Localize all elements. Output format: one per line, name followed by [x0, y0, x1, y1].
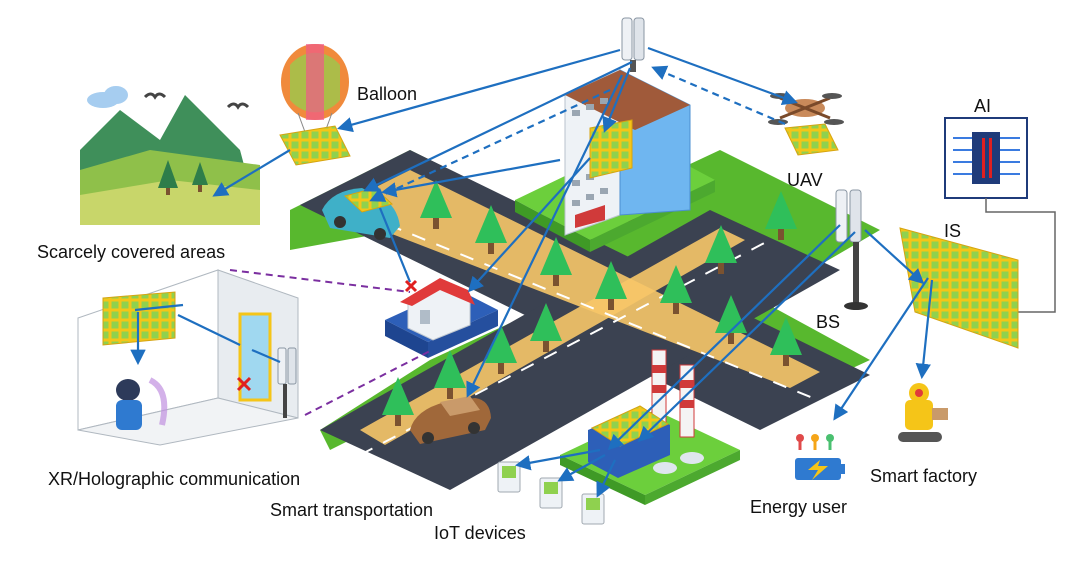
tree-icon — [530, 303, 562, 352]
building-icon — [515, 69, 715, 252]
label-smart-factory: Smart factory — [870, 466, 978, 486]
surface-panel-icon — [279, 125, 351, 166]
tree-icon — [382, 377, 414, 426]
factory-icon — [560, 349, 740, 505]
label-smart-transportation: Smart transportation — [270, 500, 434, 520]
iot-device-icon — [581, 493, 605, 525]
tree-icon — [595, 261, 627, 310]
balloon-icon — [281, 44, 349, 133]
tree-icon — [485, 325, 517, 374]
city-base — [290, 150, 880, 490]
vr-user-icon — [77, 269, 299, 446]
label-xr-holographic: XR/Holographic communication — [48, 469, 301, 489]
iot-device-icon — [539, 477, 563, 509]
surface-panel-icon — [899, 227, 1019, 349]
tree-icon — [705, 225, 737, 274]
communication-links — [130, 46, 934, 498]
surface-panel-icon — [589, 119, 633, 179]
antenna-icon — [835, 189, 868, 310]
ai-chip-icon — [944, 117, 1028, 199]
cloud-icon — [87, 86, 128, 108]
iot-device-icon — [497, 461, 521, 493]
label-ai: AI — [974, 96, 992, 116]
tree-icon — [192, 162, 208, 192]
car-icon — [322, 187, 400, 240]
tree-icon — [158, 160, 178, 195]
tree-icon — [660, 265, 692, 314]
car-icon — [410, 396, 491, 444]
bird-icon — [143, 92, 167, 100]
drone-icon — [768, 93, 844, 125]
bird-icon — [226, 102, 250, 110]
house-icon — [385, 278, 498, 358]
robot-icon — [898, 383, 948, 442]
tree-icon — [434, 350, 466, 399]
antenna-icon — [277, 347, 297, 418]
mountain-icon — [80, 95, 260, 225]
label-energy-user: Energy user — [750, 497, 848, 517]
tree-icon — [540, 237, 572, 286]
label-scarcely-covered-areas: Scarcely covered areas — [37, 242, 226, 262]
surface-panel-icon — [784, 123, 839, 156]
label-balloon: Balloon — [357, 84, 418, 104]
label-bs: BS — [816, 312, 841, 332]
tree-icon — [770, 317, 802, 366]
label-iot-devices: IoT devices — [434, 523, 526, 543]
block-icon — [236, 279, 418, 392]
label-uav: UAV — [787, 170, 823, 190]
battery-icon — [795, 434, 845, 480]
antenna-icon — [621, 17, 645, 72]
tree-icon — [475, 205, 507, 254]
tree-icon — [420, 180, 452, 229]
tree-icon — [765, 191, 797, 240]
label-is: IS — [944, 221, 962, 241]
